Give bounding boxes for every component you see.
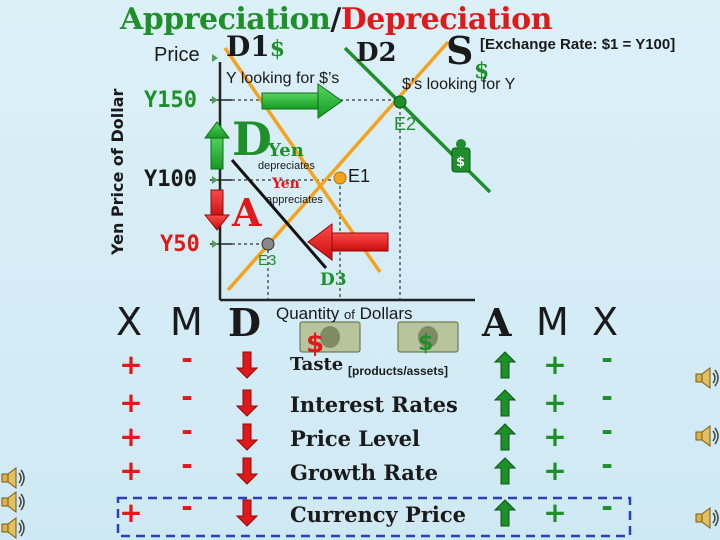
- up-arrow-icon: [493, 456, 517, 490]
- x-axis-label-suffix: Dollars: [359, 304, 413, 323]
- d1-description: Y looking for $’s: [226, 70, 340, 87]
- e2-point: [393, 95, 407, 109]
- sign-left-imports: -: [181, 380, 193, 413]
- factor-note: [products/assets]: [348, 364, 449, 378]
- col-exports-right: X: [592, 300, 619, 344]
- green-shift-arrow: [261, 83, 343, 119]
- yen-appreciates-label: Yen: [272, 176, 300, 192]
- sign-left-exports: +: [119, 496, 143, 529]
- x-axis-label-prefix: Quantity: [276, 304, 340, 323]
- col-appreciation: A: [482, 300, 512, 345]
- y-axis-label: Yen Price of Dollar: [108, 88, 127, 255]
- svg-text:$: $: [456, 155, 465, 170]
- red-shift-arrow: [307, 223, 389, 261]
- y50-label: Y50: [160, 232, 200, 257]
- sign-left-imports: -: [181, 414, 193, 447]
- title-depreciation: Depreciation: [340, 2, 553, 37]
- title-slash: /: [330, 2, 341, 37]
- sign-left-exports: +: [119, 348, 143, 381]
- s-subscript: $: [474, 58, 490, 84]
- down-arrow-icon: [235, 498, 259, 532]
- dollar-sign-green: $: [418, 331, 433, 356]
- factor-name: Growth Rate: [290, 460, 438, 485]
- appreciation-a-letter: A: [232, 190, 262, 235]
- page-title: Appreciation/Depreciation: [120, 2, 552, 37]
- d3-label: D3: [320, 270, 347, 290]
- dollar-sign-red: $: [306, 329, 324, 359]
- sign-left-exports: +: [119, 454, 143, 487]
- y50-pointer: [212, 240, 218, 248]
- down-arrow-icon: [235, 388, 259, 422]
- demand-d3-curve: [230, 159, 328, 269]
- e1-label: E1: [348, 166, 371, 186]
- up-arrow-icon: [493, 422, 517, 456]
- sign-left-imports: -: [181, 448, 193, 481]
- s-description: $’s looking for Y: [402, 76, 516, 93]
- sign-left-exports: +: [119, 420, 143, 453]
- depreciation-d-letter: D: [232, 112, 272, 166]
- down-arrow-icon: [235, 350, 259, 384]
- up-arrow-icon: [493, 388, 517, 422]
- sign-left-imports: -: [181, 342, 193, 375]
- y100-pointer: [212, 176, 218, 184]
- e3-label: E3: [258, 252, 277, 269]
- yen-depreciates-label: Yen: [268, 140, 304, 161]
- e1-point: [333, 171, 347, 185]
- price-down-arrow: [203, 189, 231, 231]
- price-label: Price: [154, 44, 200, 66]
- y100-label: Y100: [144, 167, 197, 192]
- e3-point: [261, 237, 275, 251]
- down-arrow-icon: [235, 422, 259, 456]
- sign-right-imports: +: [543, 420, 567, 453]
- sign-right-exports: -: [601, 414, 613, 447]
- col-exports-left: X: [116, 300, 143, 344]
- sign-right-imports: +: [543, 386, 567, 419]
- sign-right-exports: -: [601, 342, 613, 375]
- factor-name: Taste: [290, 354, 344, 375]
- up-arrow-icon: [493, 350, 517, 384]
- sign-left-exports: +: [119, 386, 143, 419]
- up-arrow-icon: [493, 498, 517, 532]
- factor-name: Currency Price: [290, 502, 467, 527]
- factor-name: Price Level: [290, 426, 420, 451]
- price-pointer: [212, 54, 218, 62]
- dollar-figure-icon: $: [451, 139, 471, 173]
- currency-row-box: [116, 496, 632, 538]
- s-label: S: [446, 28, 474, 73]
- col-depreciation: D: [228, 300, 261, 345]
- sign-right-imports: +: [543, 348, 567, 381]
- x-axis-label-of: of: [344, 307, 355, 322]
- col-imports-right: M: [536, 300, 569, 344]
- title-appreciation: Appreciation: [120, 2, 331, 37]
- down-arrow-icon: [235, 456, 259, 490]
- exchange-rate-note: [Exchange Rate: $1 = Y100]: [480, 36, 676, 53]
- sign-right-imports: +: [543, 454, 567, 487]
- price-up-arrow: [204, 121, 230, 170]
- d1-label: D1$: [226, 30, 286, 63]
- e2-label: E2: [394, 114, 417, 134]
- sign-right-imports: +: [543, 496, 567, 529]
- depreciates-label: depreciates: [258, 160, 315, 172]
- dollar-bill-icon: [299, 321, 361, 353]
- y150-label: Y150: [144, 88, 197, 113]
- col-imports-left: M: [170, 300, 203, 344]
- y150-pointer: [212, 96, 218, 104]
- d2-label: D2: [356, 38, 397, 68]
- sign-right-exports: -: [601, 448, 613, 481]
- sign-right-exports: -: [601, 380, 613, 413]
- x-axis-label: Quantity of Dollars: [276, 304, 413, 324]
- sign-left-imports: -: [181, 490, 193, 523]
- appreciates-label: appreciates: [266, 194, 323, 206]
- factor-name: Interest Rates: [290, 392, 458, 417]
- dollar-bill-icon: [397, 321, 459, 353]
- d1-subscript: $: [269, 36, 286, 62]
- sign-right-exports: -: [601, 490, 613, 523]
